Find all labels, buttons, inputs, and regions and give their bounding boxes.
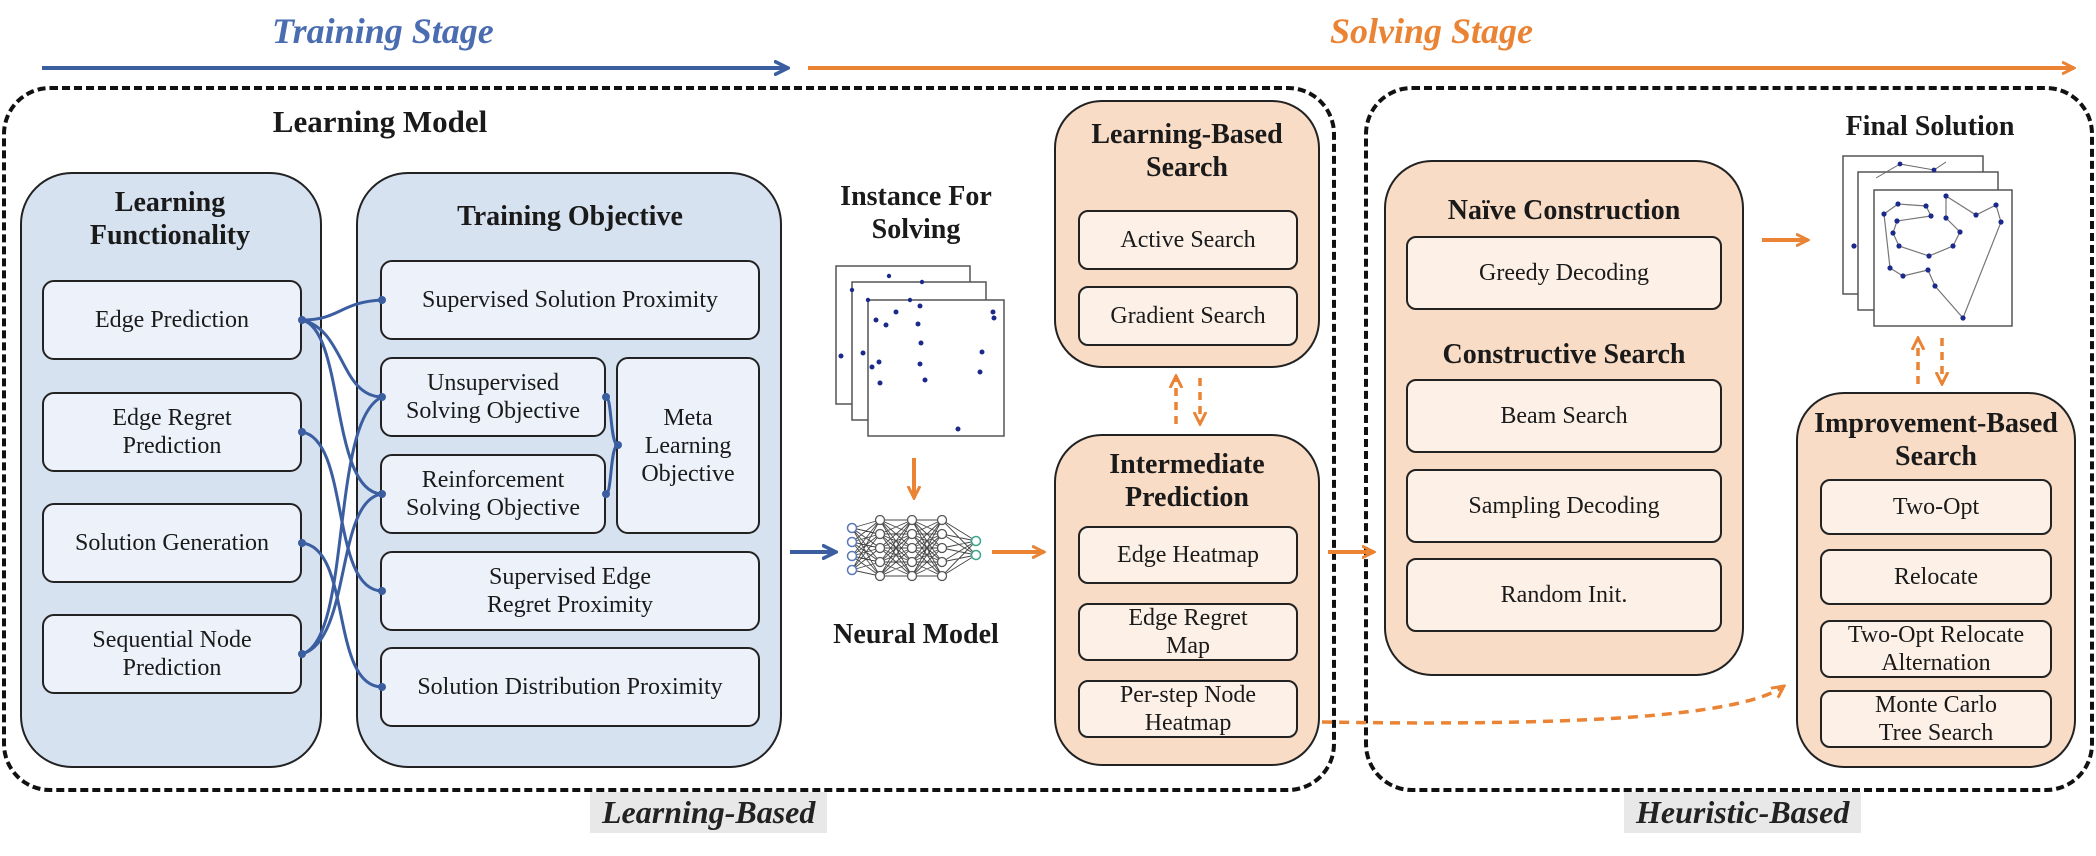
- heuristic-based-label: Heuristic-Based: [1624, 792, 1862, 833]
- naive-construction-title: Naïve Construction: [1447, 195, 1681, 226]
- neural-network-icon: [846, 514, 982, 582]
- reinforcement-solving-objective-box: Reinforcement Solving Objective: [380, 454, 606, 534]
- random-init-box: Random Init.: [1406, 558, 1722, 632]
- learning-based-label: Learning-Based: [590, 792, 828, 833]
- per-step-node-heatmap-box: Per-step Node Heatmap: [1078, 680, 1298, 738]
- heuristic-based-region: [1364, 86, 2094, 792]
- improvement-based-search-title: Improvement-Based Search: [1814, 408, 2058, 472]
- solution-generation-box: Solution Generation: [42, 503, 302, 583]
- learning-functionality-title: Learning Functionality: [89, 187, 251, 251]
- gradient-search-box: Gradient Search: [1078, 286, 1298, 346]
- sequential-node-prediction-box: Sequential Node Prediction: [42, 614, 302, 694]
- neural-model-title: Neural Model: [833, 619, 999, 650]
- greedy-decoding-box: Greedy Decoding: [1406, 236, 1722, 310]
- relocate-box: Relocate: [1820, 549, 2052, 605]
- two-opt-relocate-alternation-box: Two-Opt Relocate Alternation: [1820, 620, 2052, 678]
- learning-model-title: Learning Model: [272, 104, 488, 139]
- two-opt-box: Two-Opt: [1820, 479, 2052, 535]
- supervised-edge-regret-proximity-box: Supervised Edge Regret Proximity: [380, 551, 760, 631]
- edge-prediction-box: Edge Prediction: [42, 280, 302, 360]
- final-solution-title: Final Solution: [1845, 111, 2015, 142]
- intermediate-prediction-title: Intermediate Prediction: [1109, 449, 1265, 513]
- learning-based-region: [2, 86, 1336, 792]
- training-objective-title: Training Objective: [457, 201, 683, 232]
- edge-heatmap-box: Edge Heatmap: [1078, 526, 1298, 584]
- edge-regret-map-box: Edge Regret Map: [1078, 603, 1298, 661]
- instance-for-solving-title: Instance For Solving: [840, 181, 992, 245]
- objective-connectors: [301, 298, 620, 689]
- supervised-solution-proximity-box: Supervised Solution Proximity: [380, 260, 760, 340]
- monte-carlo-tree-search-box: Monte Carlo Tree Search: [1820, 690, 2052, 748]
- active-search-box: Active Search: [1078, 210, 1298, 270]
- final-solution-cards: [1842, 155, 2013, 327]
- sampling-decoding-box: Sampling Decoding: [1406, 469, 1722, 543]
- learning-based-search-title: Learning-Based Search: [1091, 119, 1283, 183]
- constructive-search-title: Constructive Search: [1442, 339, 1686, 370]
- connector-dots: [298, 296, 622, 691]
- training-stage-label: Training Stage: [272, 11, 494, 51]
- instance-cards: [835, 265, 1005, 437]
- solving-stage-label: Solving Stage: [1330, 11, 1534, 51]
- beam-search-box: Beam Search: [1406, 379, 1722, 453]
